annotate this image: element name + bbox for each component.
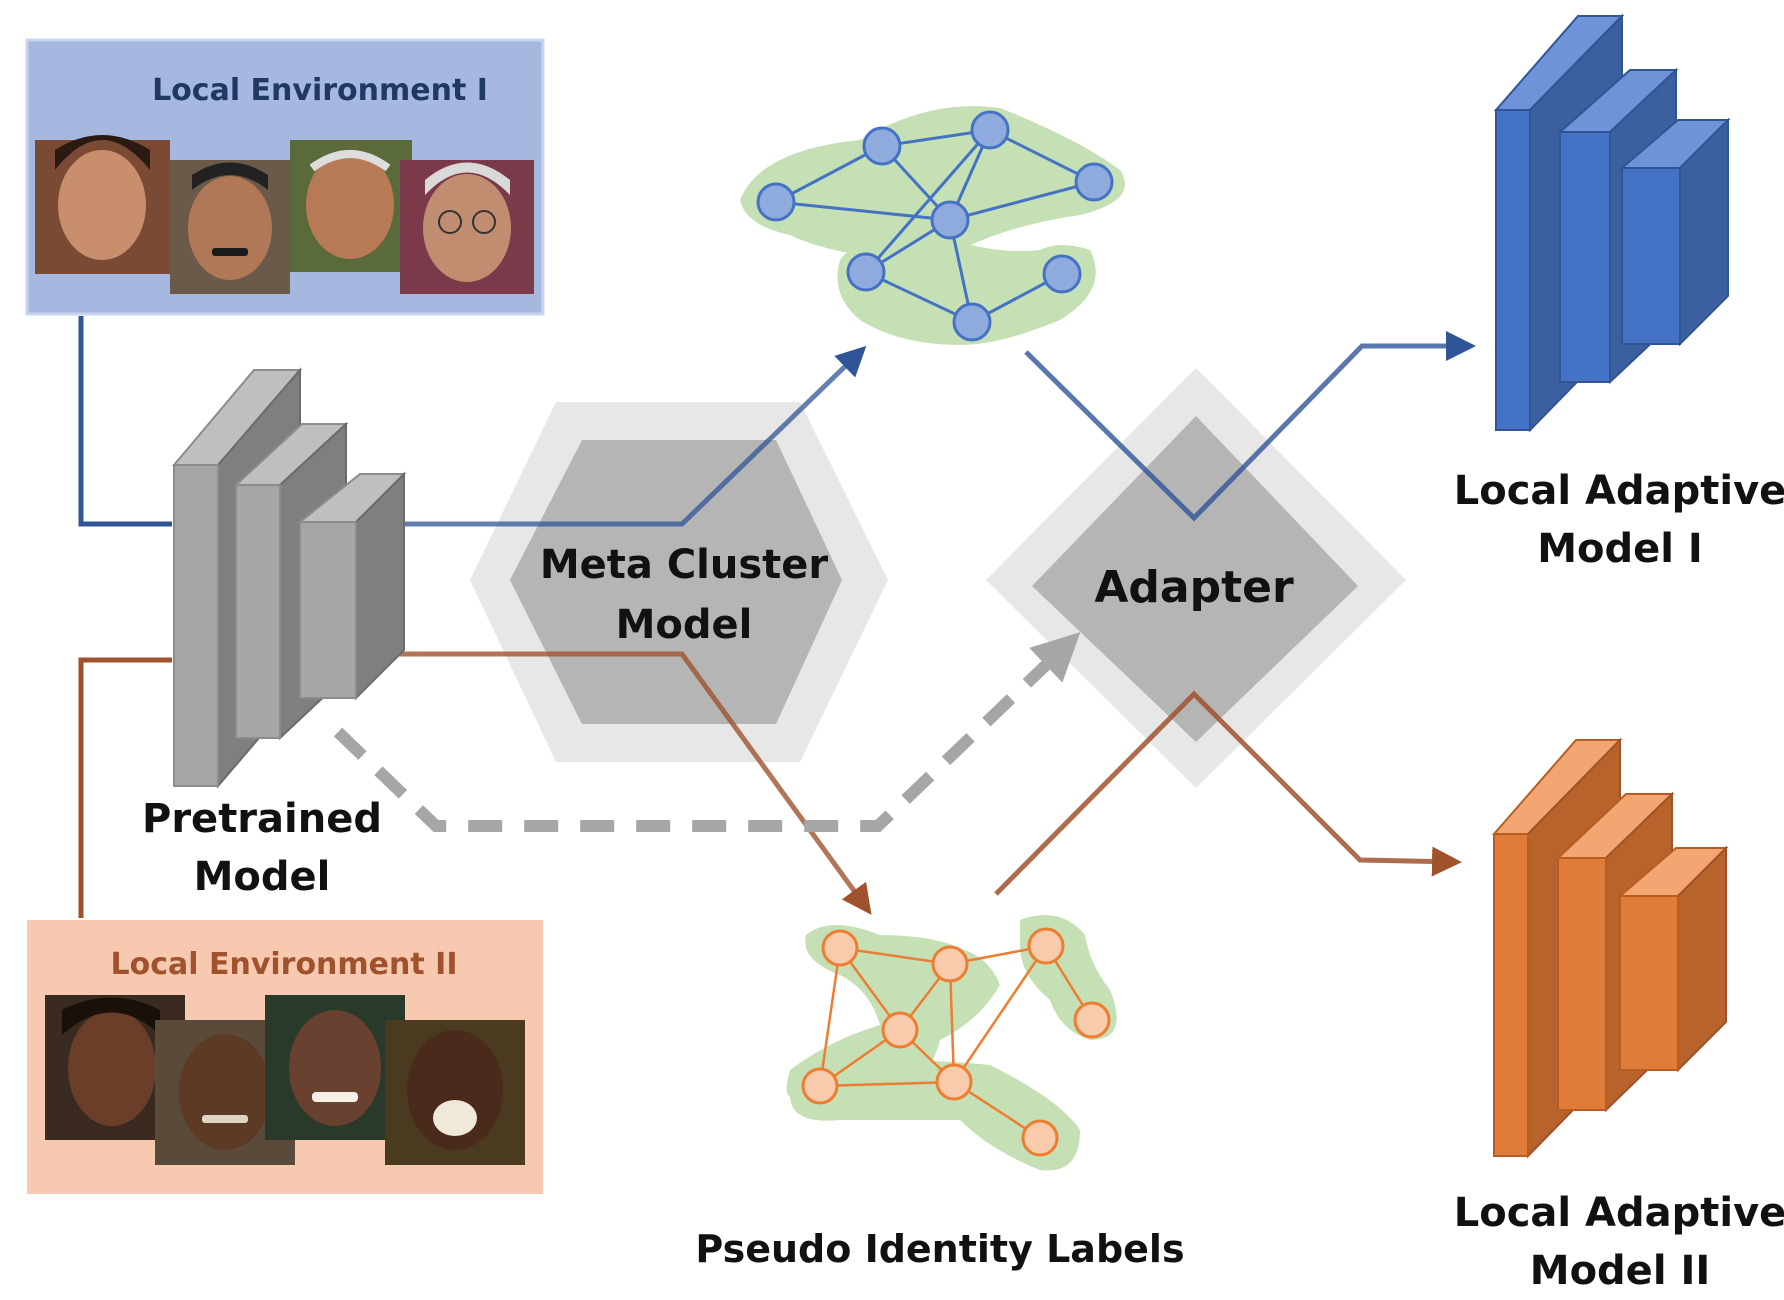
graph-node xyxy=(1042,254,1082,294)
local-adaptive-model-1-label-line2: Model I xyxy=(1537,526,1703,572)
graph-node xyxy=(931,945,969,983)
face-photo xyxy=(35,135,170,274)
orange-cluster-graph xyxy=(786,915,1117,1171)
face-photo xyxy=(400,160,534,294)
meta-cluster-model: Meta Cluster Model xyxy=(470,402,888,762)
meta-cluster-label-line1: Meta Cluster xyxy=(540,542,829,588)
local-environment-1: Local Environment I xyxy=(25,38,545,316)
local-adaptive-model-2-label-line2: Model II xyxy=(1530,1248,1710,1294)
local-adaptive-model-2-block xyxy=(1491,737,1729,1159)
graph-node xyxy=(881,1011,919,1049)
pretrained-model-block xyxy=(171,367,407,789)
graph-node xyxy=(862,126,902,166)
face-photo xyxy=(385,1020,525,1165)
flow-line-pretrained-to-adapter xyxy=(333,632,1081,832)
graph-node xyxy=(1073,1001,1111,1039)
graph-node xyxy=(952,302,992,342)
graph-node xyxy=(935,1063,973,1101)
face-photo xyxy=(290,140,412,272)
graph-node xyxy=(1027,927,1065,965)
local-environment-2: Local Environment II xyxy=(27,920,543,1194)
pretrained-model-label-line1: Pretrained xyxy=(142,796,382,842)
local-environment-1-title: Local Environment I xyxy=(152,73,488,108)
graph-node xyxy=(801,1067,839,1105)
flow-line-env1 xyxy=(78,316,172,527)
graph-node xyxy=(970,110,1010,150)
graph-node xyxy=(1021,1119,1059,1157)
face-photo xyxy=(265,995,405,1140)
flow-line-adapter-to-model-2 xyxy=(994,690,1462,896)
local-adaptive-model-1-label-line1: Local Adaptive xyxy=(1454,468,1784,514)
graph-node xyxy=(821,929,859,967)
local-adaptive-model-1-block xyxy=(1493,13,1731,433)
meta-cluster-label-line2: Model xyxy=(616,602,753,648)
local-environment-2-title: Local Environment II xyxy=(110,947,457,982)
flow-line-env2 xyxy=(78,657,172,918)
flow-line-to-blue-graph xyxy=(380,345,867,527)
local-adaptive-model-2-label-line1: Local Adaptive xyxy=(1454,1190,1784,1236)
graph-node xyxy=(756,182,796,222)
adapter: Adapter xyxy=(986,368,1406,788)
pseudo-identity-labels-caption: Pseudo Identity Labels xyxy=(695,1227,1184,1271)
graph-node xyxy=(1074,162,1114,202)
adapter-label: Adapter xyxy=(1094,562,1294,613)
pretrained-model-label-line2: Model xyxy=(194,854,331,900)
flow-line-adapter-to-model-1 xyxy=(1024,331,1476,522)
graph-node xyxy=(930,200,970,240)
blue-cluster-graph xyxy=(740,106,1125,345)
face-photo xyxy=(170,160,290,294)
graph-node xyxy=(846,252,886,292)
